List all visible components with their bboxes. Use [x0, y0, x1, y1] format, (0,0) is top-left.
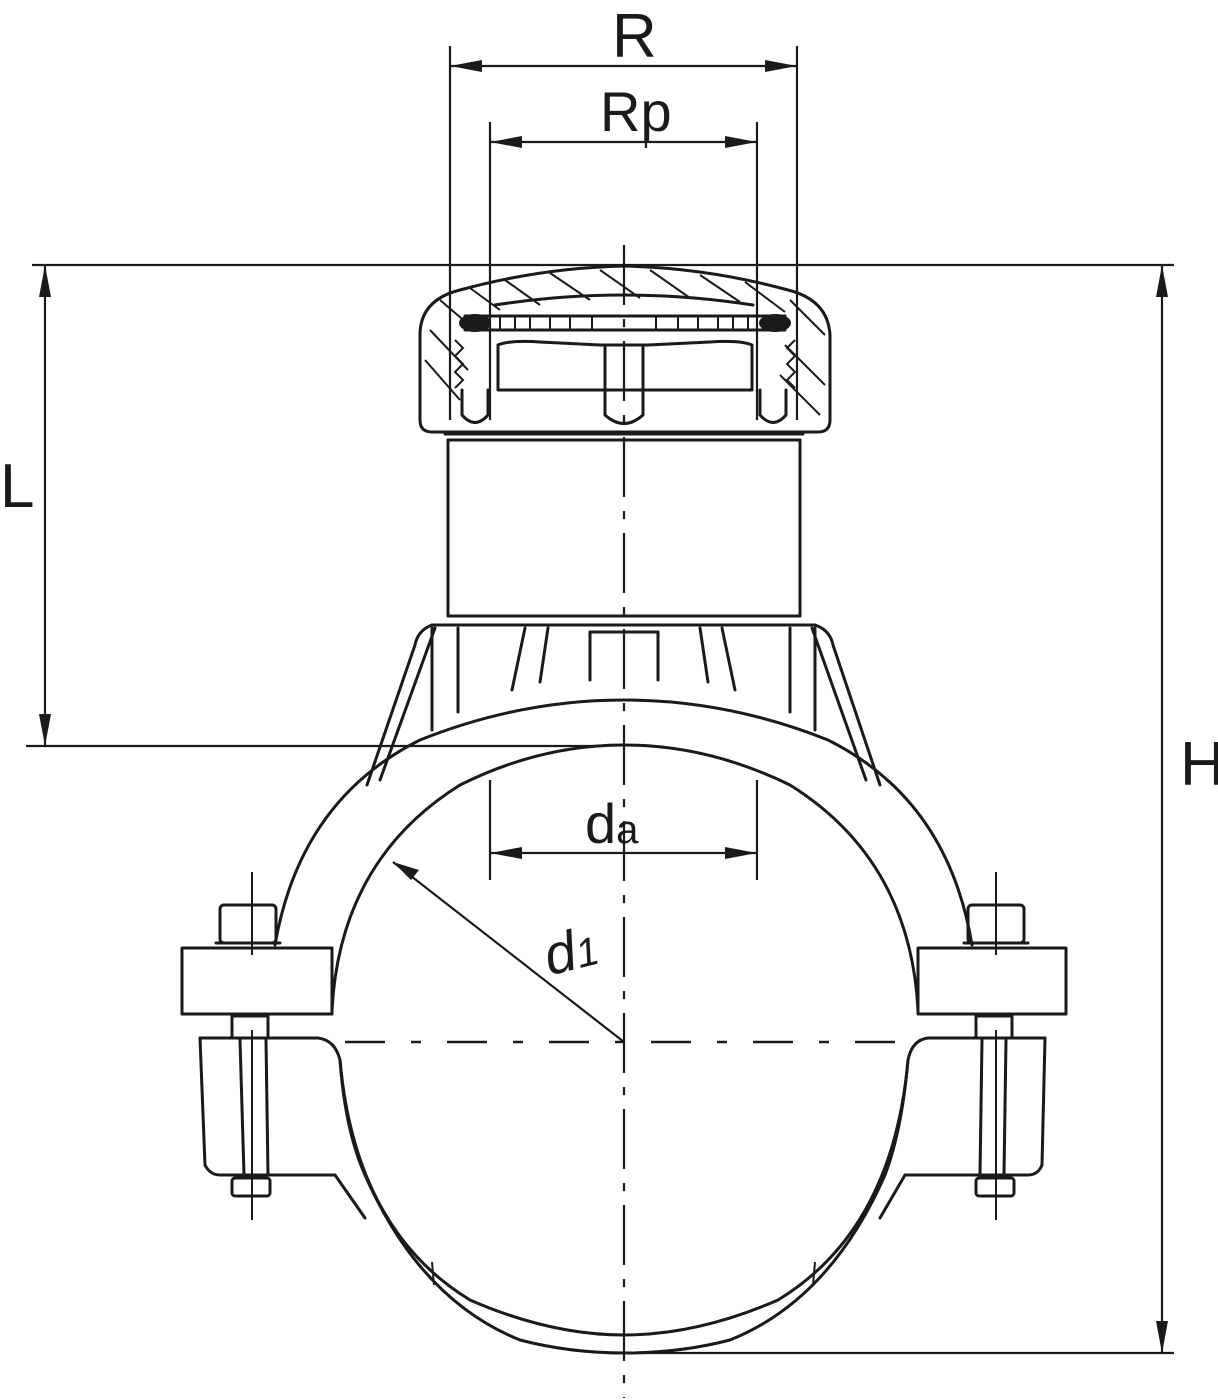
- label-R: R: [612, 2, 657, 71]
- saddle-upper: [273, 623, 974, 947]
- cap: [418, 264, 832, 434]
- lower-strap: [338, 1058, 910, 1355]
- left-flange: [180, 872, 367, 1220]
- label-da-main: d: [585, 792, 617, 855]
- dimension-da: [488, 780, 759, 880]
- dimension-Rp: [488, 122, 759, 420]
- label-da: da: [585, 796, 638, 852]
- dimension-d1: [392, 861, 625, 1043]
- dimension-H: [624, 265, 1174, 1355]
- dimension-L: [26, 265, 600, 748]
- label-L: L: [0, 452, 35, 521]
- right-flange: [878, 872, 1068, 1220]
- label-Rp: Rp: [600, 80, 672, 143]
- label-da-subscript: a: [616, 808, 639, 852]
- pipe-circle: [330, 743, 920, 1012]
- label-H: H: [1180, 730, 1218, 799]
- outlet-spigot: [443, 432, 805, 618]
